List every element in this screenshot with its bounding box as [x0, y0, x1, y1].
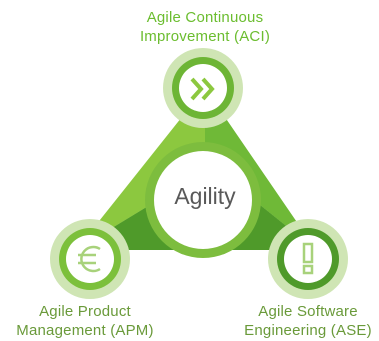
exclamation-icon: [302, 242, 314, 275]
label-agile-continuous-improvement: Agile Continuous Improvement (ACI): [110, 8, 300, 46]
label-agile-software-engineering: Agile Software Engineering (ASE): [237, 302, 379, 340]
label-line-1: Agile Software: [258, 303, 358, 320]
center-circle: [154, 151, 252, 249]
label-line-2: Improvement (ACI): [139, 28, 271, 45]
node-ase: [268, 219, 348, 299]
double-chevron-right-icon: [190, 77, 215, 101]
label-line-2: Management (APM): [16, 322, 154, 339]
euro-sign-icon: [78, 245, 101, 273]
node-apm: [50, 219, 130, 299]
label-line-2: Engineering (ASE): [244, 322, 372, 339]
triangle-segment-top-left: [76, 88, 205, 250]
label-line-1: Agile Continuous: [146, 9, 264, 26]
triangle-segment-top-right: [205, 88, 316, 250]
node-aci: [163, 48, 243, 128]
center-label: Agility: [174, 183, 236, 209]
label-agile-product-management: Agile Product Management (APM): [0, 302, 170, 340]
label-line-1: Agile Product: [39, 303, 131, 320]
